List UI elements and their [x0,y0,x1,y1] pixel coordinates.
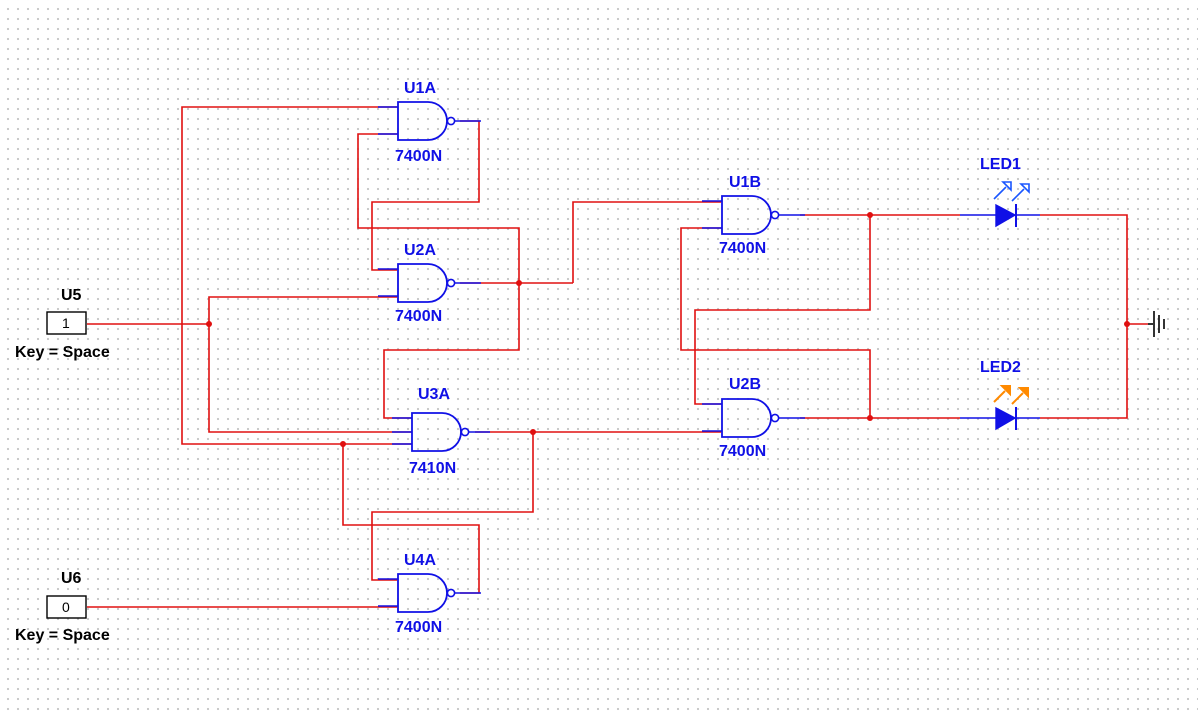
switch-u5[interactable]: U5 1 Key = Space [15,287,110,361]
switch-ref-label: U5 [61,287,82,304]
junction-dot [206,321,212,327]
gate-ref-label: U2B [729,376,761,393]
gate-part-label: 7400N [395,308,442,325]
gate-ref-label: U1A [404,80,436,97]
switch-key-label: Key = Space [15,344,110,361]
nand-gate-icon [377,101,482,141]
wire-network [87,106,1148,608]
switch-value-box[interactable] [46,311,87,335]
switch-value-box[interactable] [46,595,87,619]
gate-ref-label: U3A [418,386,450,403]
ground-icon[interactable] [1148,311,1165,337]
gate-u3a[interactable]: U3A 7410N [391,386,491,477]
wire-led2-gnd[interactable] [1040,324,1128,419]
led-ref-label: LED1 [980,156,1021,173]
gate-u2b[interactable]: U2B 7400N [701,376,806,460]
junction-dot [867,415,873,421]
nand-gate-icon [377,573,482,613]
wire-u2a-u3a[interactable] [383,283,520,419]
gate-ref-label: U4A [404,552,436,569]
nand-gate-icon [377,263,482,303]
wire-u2a-u1a-in2[interactable] [357,133,520,283]
led-led1[interactable]: LED1 [960,156,1040,228]
nand-gate-icon [701,195,806,235]
gate-u1a[interactable]: U1A 7400N [377,80,482,165]
led-diode-icon [960,406,1040,431]
nand-gate-icon [701,398,806,438]
led-ref-label: LED2 [980,359,1021,376]
switch-value: 0 [62,599,70,615]
gate-u4a[interactable]: U4A 7400N [377,552,482,636]
switch-key-label: Key = Space [15,627,110,644]
led-led2[interactable]: LED2 [960,359,1040,431]
led-diode-icon [960,203,1040,228]
gate-ref-label: U2A [404,242,436,259]
switch-ref-label: U6 [61,570,82,587]
nand3-gate-icon [391,412,491,452]
gate-part-label: 7400N [719,443,766,460]
junction-dot [340,441,346,447]
wire-u2b-u1b[interactable] [680,227,871,418]
gate-part-label: 7400N [395,148,442,165]
gate-part-label: 7400N [395,619,442,636]
wire-led1-gnd[interactable] [1040,214,1148,325]
junction-dot [1124,321,1130,327]
junction-dot [530,429,536,435]
gate-part-label: 7400N [719,240,766,257]
wire-u1a-in1-u3a[interactable] [181,106,397,445]
gate-ref-label: U1B [729,174,761,191]
light-emission-arrows-icon [993,385,1029,405]
light-emission-arrows-icon [993,181,1030,202]
wire-u3a-u4a[interactable] [371,432,534,581]
gate-part-label: 7410N [409,460,456,477]
switch-value: 1 [62,315,70,331]
wire-u5-u2a[interactable] [208,296,397,324]
junction-dot [516,280,522,286]
switch-u6[interactable]: U6 0 Key = Space [15,570,110,644]
wire-u5-u3a[interactable] [208,324,412,433]
gate-u2a[interactable]: U2A 7400N [377,242,482,325]
wire-u1b-in1[interactable] [572,201,721,283]
junction-dot [867,212,873,218]
gate-u1b[interactable]: U1B 7400N [701,174,806,257]
